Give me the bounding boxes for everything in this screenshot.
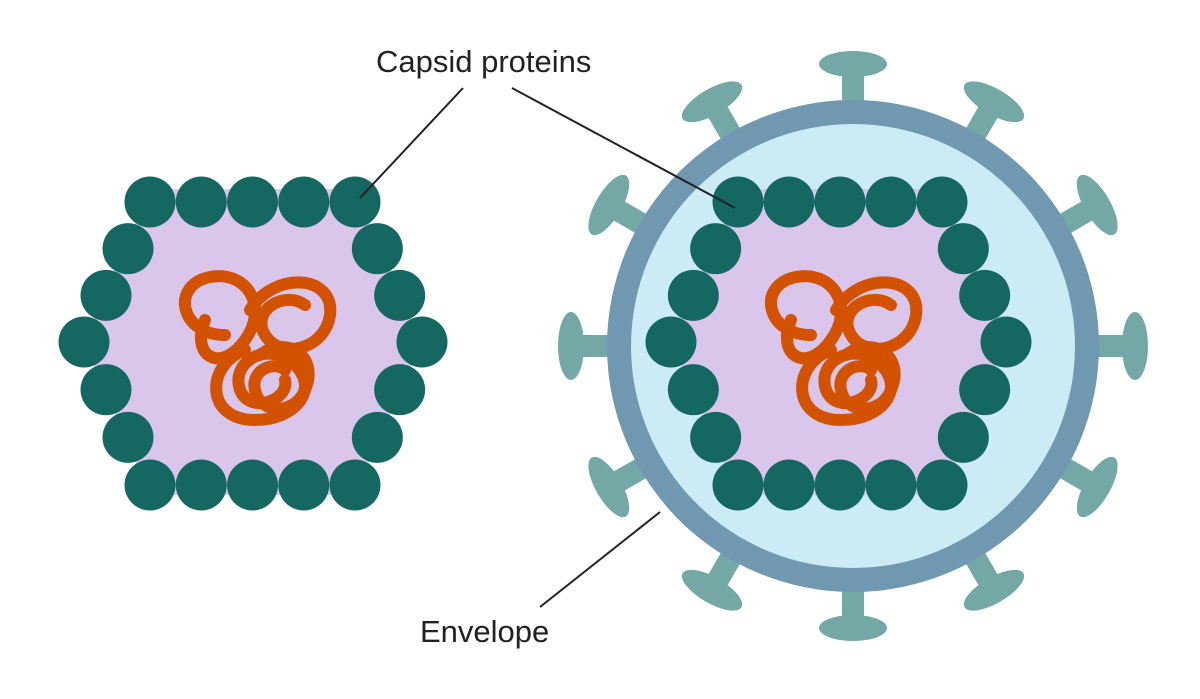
capsid-protein bbox=[865, 176, 917, 228]
capsid-proteins-label: Capsid proteins bbox=[376, 44, 591, 79]
nucleic-acid-strand bbox=[830, 276, 923, 355]
capsid-protein bbox=[329, 459, 381, 511]
enveloped-virus-nucleic-acid bbox=[764, 270, 923, 426]
nucleic-acid-strand bbox=[210, 344, 311, 426]
capsid-protein bbox=[763, 176, 815, 228]
capsid-protein bbox=[374, 269, 426, 321]
nucleic-acid-strand bbox=[178, 270, 261, 365]
capsid-protein bbox=[102, 223, 154, 275]
capsid-protein bbox=[124, 176, 176, 228]
capsid-protein bbox=[667, 364, 719, 416]
capsid-label-line-left bbox=[359, 87, 464, 199]
capsid-protein bbox=[58, 316, 110, 368]
capsid-protein bbox=[959, 269, 1011, 321]
enveloped-virus-capsid-interior bbox=[671, 189, 1006, 495]
enveloped-virus-capsid-proteins bbox=[645, 176, 1032, 511]
capsid-protein bbox=[667, 269, 719, 321]
capsid-protein bbox=[916, 176, 968, 228]
envelope-label: Envelope bbox=[420, 614, 549, 649]
capsid-protein bbox=[690, 411, 742, 463]
nucleic-acid-strand bbox=[764, 270, 847, 365]
capsid-protein bbox=[351, 223, 403, 275]
capsid-protein bbox=[80, 364, 132, 416]
capsid-protein bbox=[712, 176, 764, 228]
capsid-protein bbox=[645, 316, 697, 368]
nucleic-acid-strand bbox=[244, 276, 337, 355]
naked-virus-nucleic-acid bbox=[178, 270, 337, 426]
capsid-protein bbox=[351, 411, 403, 463]
capsid-protein bbox=[712, 459, 764, 511]
capsid-protein bbox=[937, 223, 989, 275]
capsid-protein bbox=[959, 364, 1011, 416]
capsid-protein bbox=[916, 459, 968, 511]
capsid-protein bbox=[814, 459, 866, 511]
capsid-protein bbox=[374, 364, 426, 416]
nucleic-acid-strand bbox=[796, 344, 897, 426]
capsid-protein bbox=[278, 459, 330, 511]
capsid-protein bbox=[227, 176, 278, 228]
nucleic-acid-strand bbox=[834, 341, 901, 415]
envelope-label-line bbox=[539, 511, 661, 608]
capsid-protein bbox=[124, 459, 176, 511]
capsid-protein bbox=[175, 459, 227, 511]
capsid-protein bbox=[278, 176, 330, 228]
capsid-protein bbox=[763, 459, 815, 511]
capsid-protein bbox=[690, 223, 742, 275]
capsid-protein bbox=[814, 176, 866, 228]
naked-virus-capsid-interior bbox=[84, 189, 422, 495]
capsid-protein bbox=[396, 316, 448, 368]
nucleic-acid-strand bbox=[248, 341, 315, 415]
capsid-protein bbox=[980, 316, 1032, 368]
capsid-label-line-right bbox=[511, 87, 736, 209]
capsid-protein bbox=[937, 411, 989, 463]
capsid-protein bbox=[227, 459, 278, 511]
capsid-protein bbox=[865, 459, 917, 511]
capsid-protein bbox=[102, 411, 154, 463]
capsid-protein bbox=[175, 176, 227, 228]
capsid-protein bbox=[80, 269, 132, 321]
naked-virus-capsid-proteins bbox=[58, 176, 448, 511]
